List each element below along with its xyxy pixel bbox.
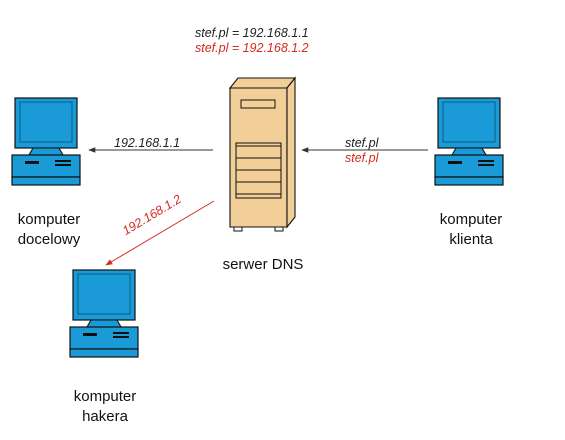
client-computer-icon <box>434 97 504 186</box>
client-label: komputer klienta <box>426 210 516 250</box>
label-query-spoofed: stef.pl <box>345 151 379 165</box>
target-label: komputer docelowy <box>4 210 94 250</box>
target-computer-icon <box>11 97 81 186</box>
dns-record-spoofed: stef.pl = 192.168.1.2 <box>195 41 309 55</box>
client-label-line1: komputer <box>439 211 503 228</box>
client-label-line2: klienta <box>449 231 493 248</box>
arrow-server-to-hacker <box>105 200 215 266</box>
hacker-label: komputer hakera <box>60 387 150 427</box>
hacker-label-line2: hakera <box>82 408 128 425</box>
target-label-line2: docelowy <box>17 231 81 248</box>
hacker-label-line1: komputer <box>73 388 137 405</box>
dns-record-legit: stef.pl = 192.168.1.1 <box>195 26 309 40</box>
server-tower-icon <box>228 76 297 232</box>
hacker-computer-icon <box>69 269 139 358</box>
label-ip-to-target: 192.168.1.1 <box>114 136 181 150</box>
label-query-legit: stef.pl <box>345 136 379 150</box>
server-label: serwer DNS <box>222 256 304 273</box>
target-label-line1: komputer <box>17 211 81 228</box>
